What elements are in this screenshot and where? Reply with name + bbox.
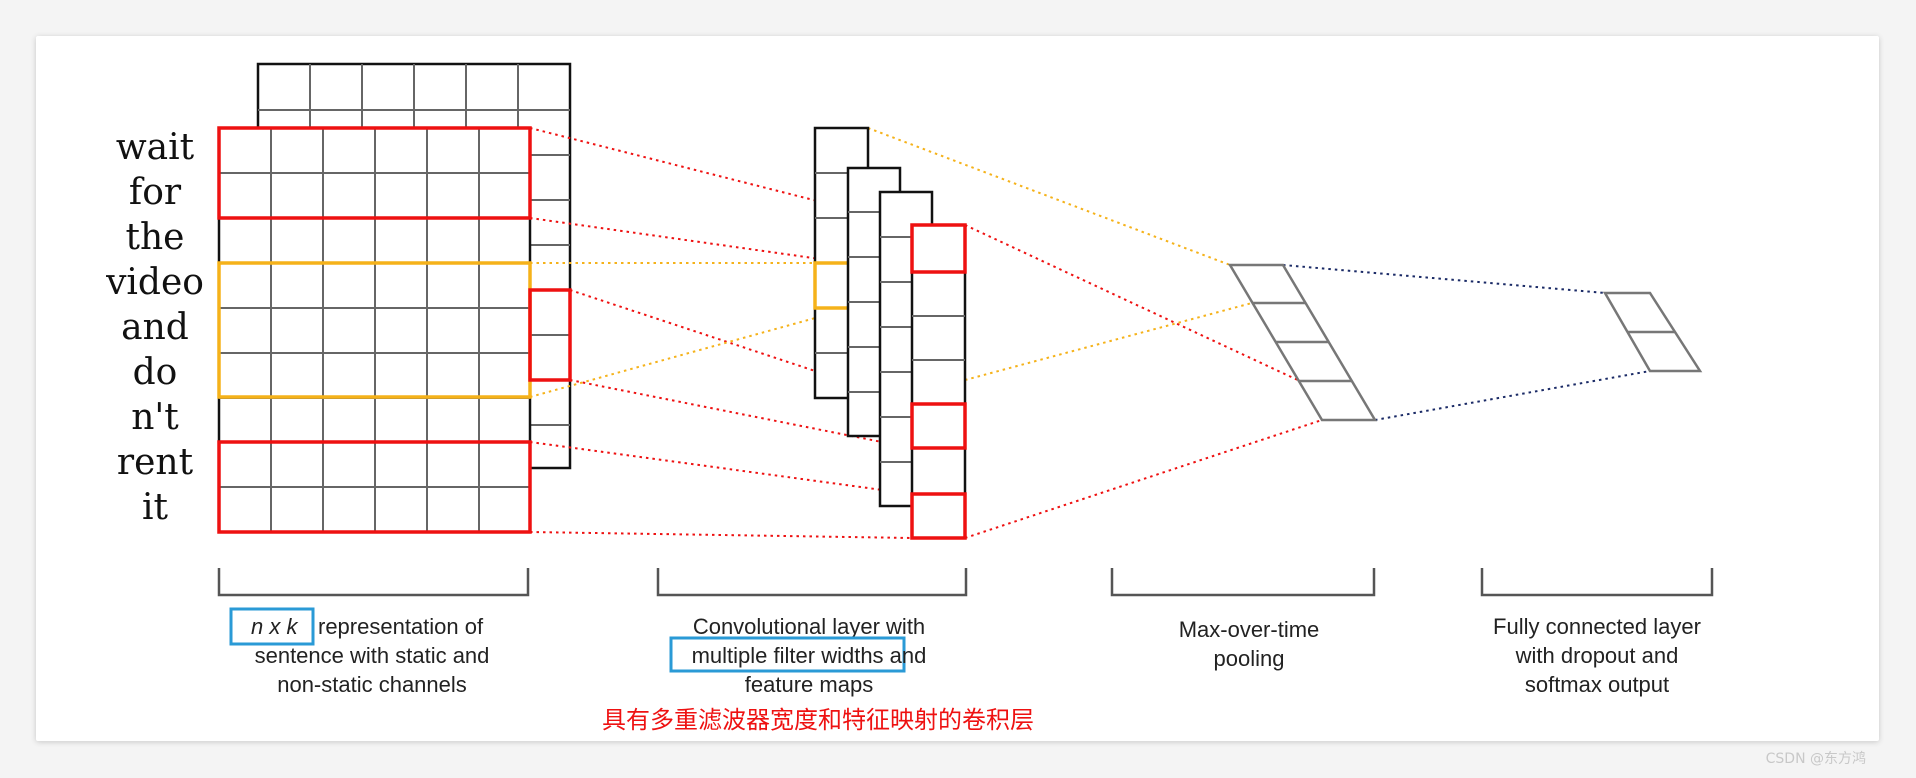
input-matrix <box>217 62 572 534</box>
sentence-words: wait for the video and do n't rent it <box>105 127 204 528</box>
chinese-annotation: 具有多重滤波器宽度和特征映射的卷积层 <box>602 706 1034 734</box>
bracket-pool <box>1110 568 1376 597</box>
filter-widths-highlight-box <box>669 636 906 673</box>
word: wait <box>116 127 195 168</box>
caption-input-line3: non-static channels <box>277 672 467 697</box>
filter-window-top <box>217 126 532 220</box>
pooling-vector <box>1227 263 1378 422</box>
caption-conv-line1: Convolutional layer with <box>693 614 925 639</box>
caption-fc-line3: softmax output <box>1525 672 1669 697</box>
caption-pool-line1: Max-over-time <box>1179 617 1320 642</box>
caption-input-line1: representation of <box>318 614 484 639</box>
section-brackets <box>217 568 1714 597</box>
caption-fc-line2: with dropout and <box>1515 643 1679 668</box>
feature-map-d-mid-highlight <box>910 402 967 450</box>
caption-fc: Fully connected layer with dropout and s… <box>1493 614 1701 697</box>
feature-map-d-bottom-highlight <box>910 492 967 540</box>
caption-conv-line2: multiple filter widths and <box>692 643 927 668</box>
word: and <box>121 307 189 348</box>
word: the <box>126 217 185 258</box>
word: n't <box>131 397 179 438</box>
caption-input-line2: sentence with static and <box>255 643 490 668</box>
word: for <box>129 172 182 213</box>
caption-pool: Max-over-time pooling <box>1179 617 1320 671</box>
feature-map-d-top-highlight <box>910 223 967 274</box>
bracket-input <box>217 568 530 597</box>
connection-lines <box>529 127 1651 539</box>
word: rent <box>117 442 194 483</box>
caption-conv-line3: feature maps <box>745 672 873 697</box>
bracket-fc <box>1480 568 1714 597</box>
word: it <box>142 487 169 528</box>
watermark: CSDN @东方鸿 <box>1766 750 1866 767</box>
caption-input: n x k representation of sentence with st… <box>229 607 490 697</box>
nxk-label: n x k <box>251 614 298 639</box>
nxk-highlight-box <box>229 607 315 646</box>
word: video <box>105 262 204 303</box>
word: do <box>133 352 178 393</box>
feature-map-d <box>910 223 967 540</box>
caption-conv: Convolutional layer with multiple filter… <box>602 614 1034 734</box>
caption-pool-line2: pooling <box>1214 646 1285 671</box>
output-layer <box>1602 291 1703 373</box>
bracket-conv <box>656 568 968 597</box>
caption-fc-line1: Fully connected layer <box>1493 614 1701 639</box>
filter-window-bottom <box>217 440 532 534</box>
filter-window-back <box>528 288 572 382</box>
feature-maps <box>813 126 967 540</box>
